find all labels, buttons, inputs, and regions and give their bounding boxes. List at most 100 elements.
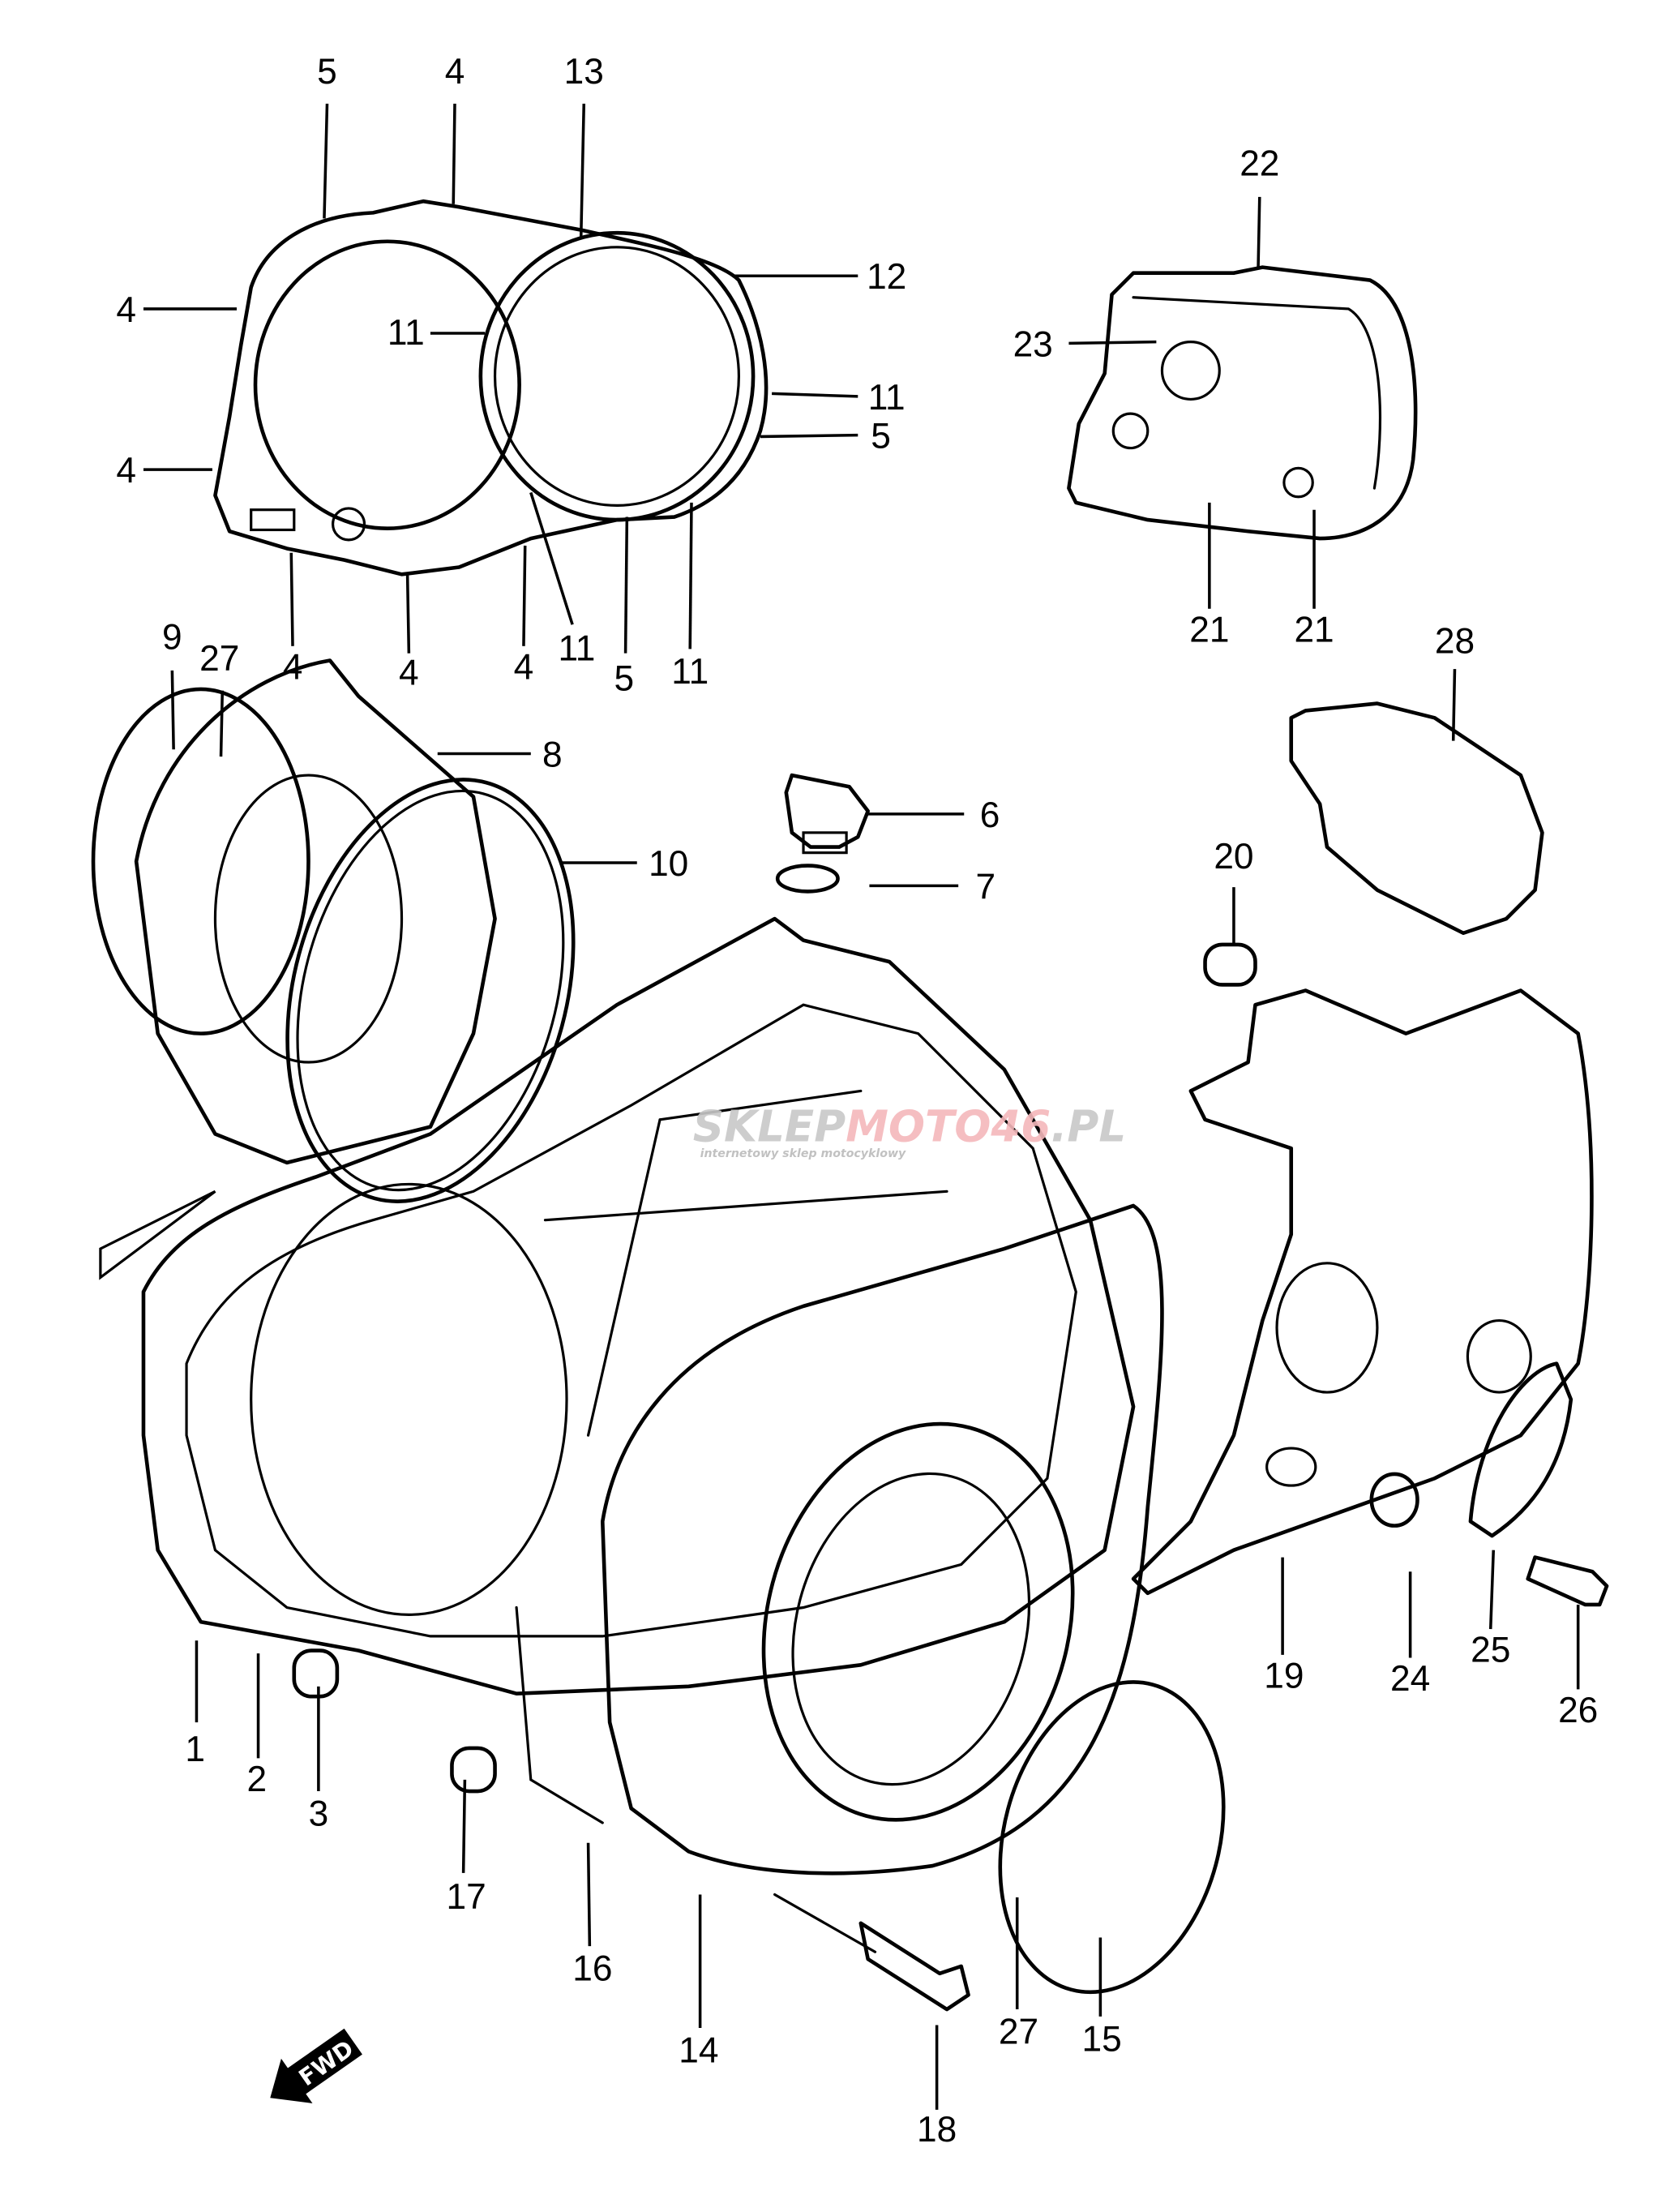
callout-part-7: 7 bbox=[869, 867, 995, 907]
dowel-pin-20 bbox=[1203, 942, 1257, 987]
callout-part-22: 22 bbox=[1240, 144, 1279, 269]
callout-number: 18 bbox=[917, 2110, 957, 2150]
watermark-red: MOTO bbox=[846, 1101, 991, 1151]
callout-part-1: 1 bbox=[185, 1640, 205, 1769]
callout-number: 12 bbox=[867, 257, 906, 297]
callout-number: 5 bbox=[317, 52, 337, 92]
callout-part-11: 11 bbox=[529, 491, 595, 669]
callout-number: 16 bbox=[572, 1949, 612, 1989]
callout-part-16: 16 bbox=[572, 1842, 612, 1989]
callout-number: 15 bbox=[1082, 2019, 1122, 2059]
leader-line bbox=[1451, 669, 1457, 741]
callout-part-4: 4 bbox=[399, 574, 419, 693]
callout-number: 4 bbox=[116, 451, 136, 491]
callout-number: 21 bbox=[1294, 611, 1334, 650]
leader-line bbox=[289, 552, 294, 646]
leader-line bbox=[405, 574, 411, 654]
callout-part-11: 11 bbox=[671, 502, 709, 692]
callout-number: 9 bbox=[162, 617, 182, 657]
callout-number: 4 bbox=[445, 52, 465, 92]
callout-part-8: 8 bbox=[437, 735, 563, 774]
crankcase-cover-main-gasket bbox=[99, 916, 1136, 1695]
callout-number: 27 bbox=[199, 639, 239, 679]
callout-number: 5 bbox=[614, 659, 635, 699]
callout-part-14: 14 bbox=[679, 1894, 718, 2071]
callout-part-6: 6 bbox=[867, 795, 1000, 835]
arrow-left-icon bbox=[270, 2028, 362, 2103]
callout-number: 2 bbox=[246, 1760, 267, 1799]
callout-number: 10 bbox=[649, 844, 688, 884]
callout-part-4: 4 bbox=[514, 545, 533, 688]
callout-number: 4 bbox=[283, 648, 303, 688]
callout-number: 20 bbox=[1214, 837, 1253, 877]
leader-line bbox=[529, 491, 574, 625]
callout-number: 11 bbox=[387, 313, 425, 353]
starter-motor-28 bbox=[1289, 701, 1544, 936]
callout-part-5: 5 bbox=[614, 517, 635, 699]
callout-number: 25 bbox=[1471, 1631, 1510, 1670]
callout-part-20: 20 bbox=[1214, 837, 1254, 945]
leader-line bbox=[760, 433, 858, 439]
leader-line bbox=[772, 392, 858, 398]
crankcase-cover-gasket-top bbox=[213, 199, 769, 577]
callout-number: 1 bbox=[185, 1730, 205, 1769]
callout-part-15: 15 bbox=[1082, 1937, 1122, 2059]
callout-number: 5 bbox=[871, 417, 891, 457]
callout-part-26: 26 bbox=[1558, 1604, 1598, 1730]
callout-part-28: 28 bbox=[1435, 622, 1475, 741]
leader-line bbox=[623, 517, 629, 654]
callout-part-17: 17 bbox=[447, 1779, 486, 1917]
bolts bbox=[773, 1555, 1609, 2012]
leader-line bbox=[170, 670, 175, 750]
starter-clutch-cover bbox=[91, 658, 497, 1165]
ignition-cover-top-right bbox=[1067, 265, 1418, 541]
callout-number: 11 bbox=[671, 652, 709, 692]
leader-line bbox=[323, 103, 329, 219]
leader-line bbox=[688, 502, 693, 649]
callout-number: 24 bbox=[1390, 1659, 1430, 1699]
callout-part-4: 4 bbox=[116, 290, 237, 330]
callout-number: 11 bbox=[558, 629, 595, 669]
leader-line bbox=[586, 1842, 592, 1947]
callout-number: 6 bbox=[980, 795, 1000, 835]
svg-text:SKLEPMOTO46.PL: SKLEPMOTO46.PL bbox=[693, 1101, 1126, 1151]
leader-line bbox=[461, 1779, 467, 1873]
bolt-18 bbox=[858, 1921, 970, 2012]
callout-number: 28 bbox=[1435, 622, 1475, 662]
callout-part-18: 18 bbox=[917, 2025, 957, 2150]
callout-number: 8 bbox=[542, 735, 563, 774]
bolt-26 bbox=[1526, 1555, 1609, 1607]
leader-line bbox=[1068, 340, 1157, 345]
leader-line bbox=[452, 103, 456, 204]
callout-number: 26 bbox=[1558, 1691, 1598, 1730]
callout-part-2: 2 bbox=[246, 1653, 267, 1799]
leader-line bbox=[1488, 1550, 1496, 1630]
callout-number: 17 bbox=[447, 1877, 486, 1917]
watermark-tagline: internetowy sklep motocyklowy bbox=[700, 1147, 906, 1160]
leader-line bbox=[1257, 196, 1261, 269]
dowel-pin-17 bbox=[450, 1746, 497, 1794]
callout-part-4: 4 bbox=[445, 52, 465, 204]
watermark-number: 46 bbox=[990, 1101, 1051, 1151]
callout-part-21: 21 bbox=[1294, 509, 1334, 650]
dowel-pins bbox=[292, 942, 1257, 1794]
callout-number: 27 bbox=[999, 2012, 1038, 2051]
callout-part-10: 10 bbox=[559, 844, 688, 884]
callout-number: 13 bbox=[564, 52, 604, 92]
callout-part-11: 11 bbox=[387, 313, 486, 353]
callout-part-21: 21 bbox=[1189, 502, 1229, 650]
callout-part-9: 9 bbox=[162, 617, 182, 750]
oil-filler-cap bbox=[775, 773, 870, 894]
callout-part-23: 23 bbox=[1013, 324, 1157, 364]
callout-part-4: 4 bbox=[116, 451, 212, 491]
clutch-cover-14 bbox=[515, 1203, 1226, 1995]
callout-number: 3 bbox=[309, 1794, 329, 1834]
callout-part-5: 5 bbox=[760, 417, 891, 457]
callout-part-3: 3 bbox=[309, 1686, 329, 1834]
callout-number: 7 bbox=[975, 867, 995, 907]
dowel-pin-3 bbox=[292, 1648, 340, 1699]
generator-cover-19 bbox=[1131, 988, 1594, 1596]
callout-number: 21 bbox=[1189, 611, 1229, 650]
